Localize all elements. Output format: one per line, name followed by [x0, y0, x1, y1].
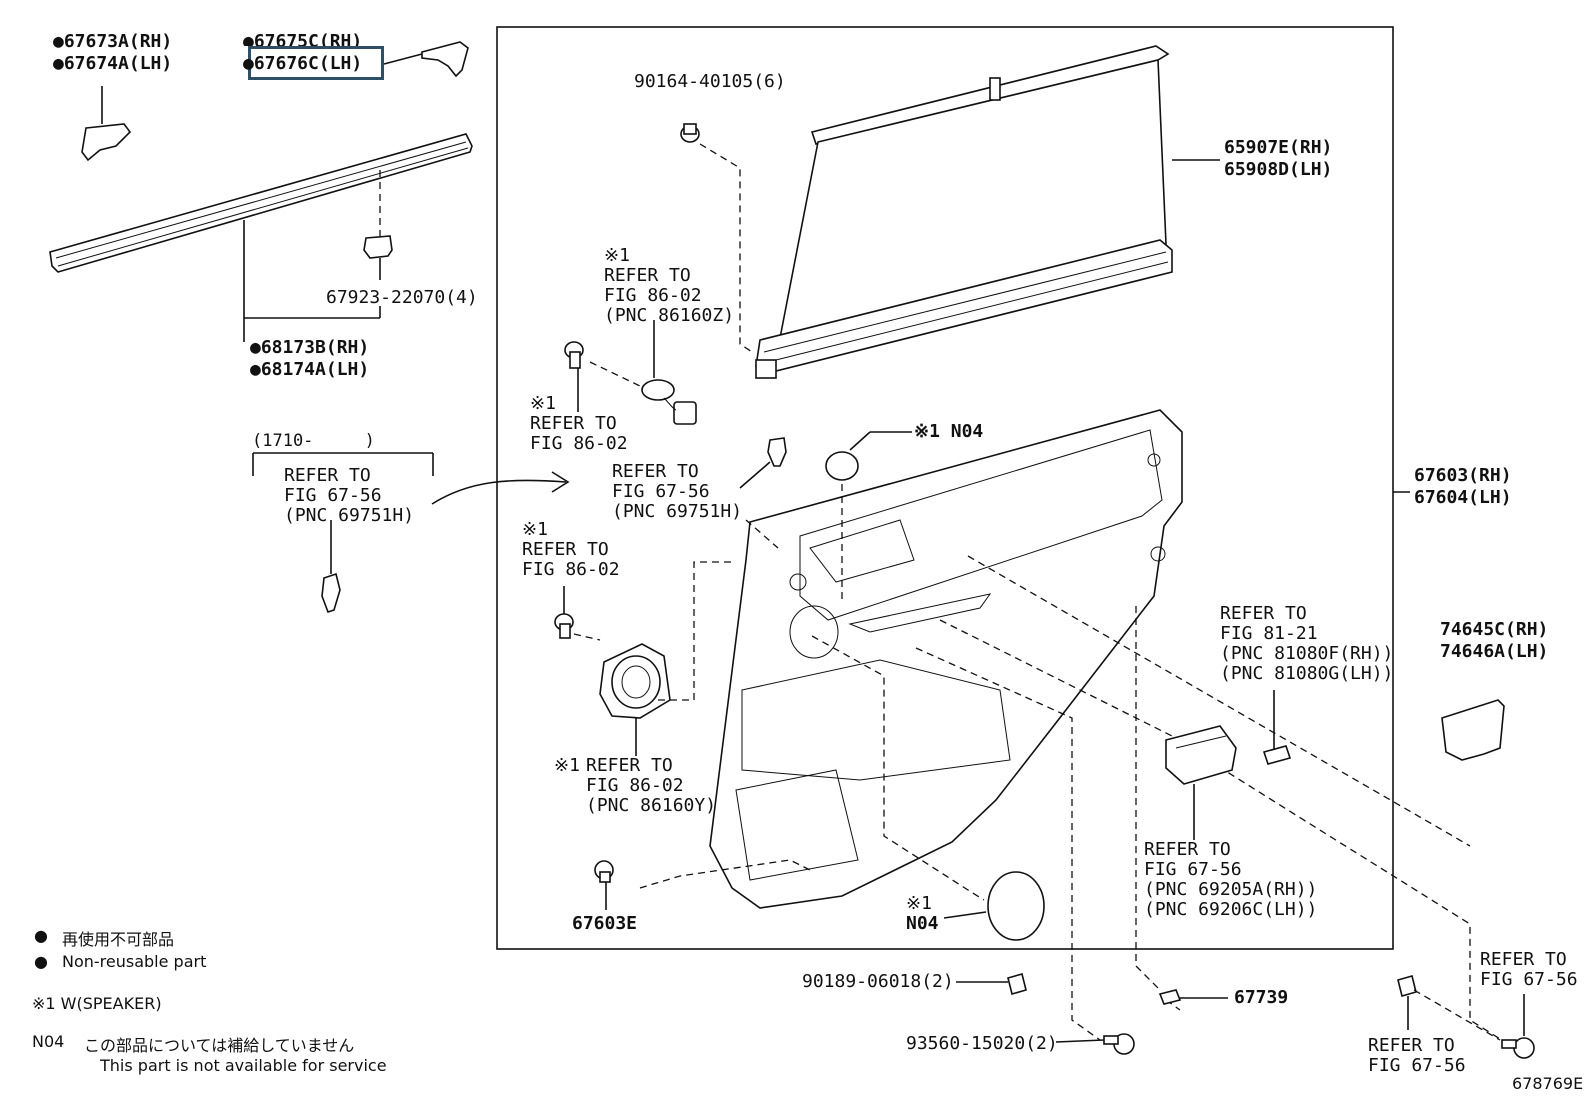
- label-n04-top[interactable]: ※1 N04: [914, 421, 984, 442]
- part-69751H-clip-mid[interactable]: [767, 437, 787, 467]
- ref-86-02-b-2[interactable]: REFER TO: [522, 539, 609, 560]
- label-90164[interactable]: 90164-40105(6): [634, 71, 786, 92]
- ref-86160y-3[interactable]: FIG 86-02: [586, 775, 684, 796]
- legend-dot-2: ●: [34, 952, 48, 971]
- label-90189[interactable]: 90189-06018(2): [802, 971, 954, 992]
- ref-69205-1[interactable]: REFER TO: [1144, 839, 1231, 860]
- ref-86-02-a-1: ※1: [530, 393, 556, 414]
- label-67674a[interactable]: ●67674A(LH): [53, 53, 173, 74]
- label-67739[interactable]: 67739: [1234, 987, 1289, 1008]
- label-65907e[interactable]: 65907E(RH): [1224, 137, 1333, 158]
- part-90164-screw[interactable]: [680, 123, 700, 143]
- label-67676c[interactable]: ●67676C(LH): [243, 53, 363, 74]
- part-screw-86-02-b[interactable]: [554, 613, 574, 639]
- ref-69205-3[interactable]: (PNC 69205A(RH)): [1144, 879, 1318, 900]
- ref-67-56-right-1[interactable]: REFER TO: [1480, 949, 1567, 970]
- part-69751H-clip-left[interactable]: [321, 572, 341, 614]
- diagram-id: 678769E: [1512, 1074, 1584, 1093]
- ref-86160z-4[interactable]: (PNC 86160Z): [604, 305, 735, 326]
- ref-86-02-b-1: ※1: [522, 519, 548, 540]
- part-N04-cap-bottom[interactable]: [987, 871, 1045, 941]
- ref-81080-2[interactable]: FIG 81-21: [1220, 623, 1318, 644]
- part-67603E-cap[interactable]: [594, 860, 614, 883]
- highlight-box: [248, 46, 384, 80]
- part-90189-clip[interactable]: [1007, 973, 1027, 995]
- door-assembly-frame: [496, 26, 1394, 950]
- label-67675c[interactable]: ●67675C(RH): [243, 32, 363, 46]
- ref-86160z-2[interactable]: REFER TO: [604, 265, 691, 286]
- part-67673-molding-end[interactable]: [81, 123, 132, 162]
- ref-69751h-left-1[interactable]: REFER TO: [284, 465, 371, 486]
- label-74645c[interactable]: 74645C(RH): [1440, 619, 1549, 640]
- part-65907-sunshade[interactable]: [755, 45, 1173, 379]
- legend-w-speaker: ※1 W(SPEAKER): [32, 994, 162, 1013]
- part-67923-clip[interactable]: [363, 235, 393, 259]
- ref-69751h-mid-2[interactable]: FIG 67-56: [612, 481, 710, 502]
- ref-69751h-left-3[interactable]: (PNC 69751H): [284, 505, 415, 526]
- ref-81080-4[interactable]: (PNC 81080G(LH)): [1220, 663, 1394, 684]
- legend-dot-1: ●: [34, 926, 48, 945]
- label-67923[interactable]: 67923-22070(4): [326, 287, 478, 308]
- ref-69751h-mid-1[interactable]: REFER TO: [612, 461, 699, 482]
- ref-86-02-a-2[interactable]: REFER TO: [530, 413, 617, 434]
- ref-69751h-mid-3[interactable]: (PNC 69751H): [612, 501, 743, 522]
- refer-arrow: [431, 479, 567, 505]
- part-74645-cover[interactable]: [1441, 699, 1505, 761]
- part-clip-67-56-bottom[interactable]: [1397, 975, 1417, 997]
- ref-81080-3[interactable]: (PNC 81080F(RH)): [1220, 643, 1394, 664]
- ref-69751h-left-2[interactable]: FIG 67-56: [284, 485, 382, 506]
- ref-86160z-3[interactable]: FIG 86-02: [604, 285, 702, 306]
- part-69205-inner-handle[interactable]: [1165, 725, 1237, 785]
- label-65908d[interactable]: 65908D(LH): [1224, 159, 1333, 180]
- part-screw-86-02-a[interactable]: [564, 341, 584, 369]
- ref-86-02-b-3[interactable]: FIG 86-02: [522, 559, 620, 580]
- label-date-range: (1710- ): [252, 431, 375, 451]
- ref-67-56-bottom-1[interactable]: REFER TO: [1368, 1035, 1455, 1056]
- ref-86160z-1: ※1: [604, 245, 630, 266]
- legend-n04-code: N04: [32, 1032, 65, 1051]
- label-68173b[interactable]: ●68173B(RH): [250, 337, 370, 358]
- label-n04-bottom-1: ※1: [906, 893, 932, 914]
- part-93560-screw[interactable]: [1103, 1033, 1135, 1055]
- label-67604[interactable]: 67604(LH): [1414, 487, 1512, 508]
- part-68173-belt-weatherstrip[interactable]: [49, 133, 473, 273]
- label-68174a[interactable]: ●68174A(LH): [250, 359, 370, 380]
- ref-67-56-bottom-2[interactable]: FIG 67-56: [1368, 1055, 1466, 1076]
- part-67739-clip[interactable]: [1158, 989, 1182, 1005]
- ref-67-56-right-2[interactable]: FIG 67-56: [1480, 969, 1578, 990]
- ref-69205-4[interactable]: (PNC 69206C(LH)): [1144, 899, 1318, 920]
- label-93560[interactable]: 93560-15020(2): [906, 1033, 1058, 1054]
- label-74646a[interactable]: 74646A(LH): [1440, 641, 1549, 662]
- part-86160Z-speaker-connector[interactable]: [641, 379, 697, 425]
- ref-86160y-2[interactable]: REFER TO: [586, 755, 673, 776]
- part-81080-switch[interactable]: [1262, 745, 1292, 765]
- label-67603[interactable]: 67603(RH): [1414, 465, 1512, 486]
- ref-86160y-1: ※1: [554, 755, 580, 776]
- label-67603e[interactable]: 67603E: [572, 913, 638, 934]
- part-86160Y-speaker[interactable]: [599, 643, 671, 719]
- part-screw-67-56-right[interactable]: [1501, 1037, 1535, 1059]
- ref-81080-1[interactable]: REFER TO: [1220, 603, 1307, 624]
- part-67603-door-trim-panel[interactable]: [709, 409, 1183, 909]
- label-n04-bottom-2[interactable]: N04: [906, 913, 939, 934]
- legend-nonreusable-jp: 再使用不可部品: [62, 930, 175, 949]
- legend-n04-jp: この部品については補給していません: [84, 1036, 355, 1055]
- ref-86160y-4[interactable]: (PNC 86160Y): [586, 795, 717, 816]
- legend-n04-en: This part is not available for service: [100, 1056, 387, 1075]
- legend-nonreusable-en: Non-reusable part: [62, 952, 207, 971]
- ref-69205-2[interactable]: FIG 67-56: [1144, 859, 1242, 880]
- label-67673a[interactable]: ●67673A(RH): [53, 31, 173, 52]
- ref-86-02-a-3[interactable]: FIG 86-02: [530, 433, 628, 454]
- part-67675-cover[interactable]: [421, 41, 469, 78]
- part-N04-cap-top[interactable]: [825, 451, 859, 481]
